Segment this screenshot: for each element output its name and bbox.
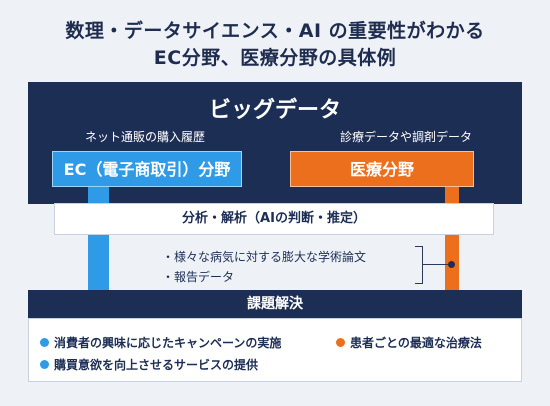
blue-bullet-icon	[40, 338, 49, 347]
medical-field-box: 医療分野	[290, 151, 474, 187]
results-panel	[28, 318, 522, 382]
ec-result-campaign: 消費者の興味に応じたキャンペーンの実施	[54, 336, 282, 350]
orange-bullet-icon	[336, 338, 345, 347]
diagram-title-line1: 数理・データサイエンス・AI の重要性がわかる	[65, 20, 485, 42]
ec-data-source: ネット通販の購入履歴	[84, 130, 205, 144]
big-data-label: ビッグデータ	[208, 98, 341, 123]
ec-result-item: 消費者の興味に応じたキャンペーンの実施	[40, 334, 281, 351]
ec-result-service: 購買意欲を向上させるサービスの提供	[54, 358, 259, 372]
medical-data-source: 診療データや調剤データ	[339, 130, 472, 144]
blue-bullet-icon	[40, 360, 49, 369]
materials-bracket	[415, 246, 423, 284]
medical-result-item: 患者ごとの最適な治療法	[336, 334, 482, 351]
materials-connector-dot	[448, 261, 455, 268]
ec-field-box: EC（電子商取引）分野	[52, 151, 242, 187]
medical-result-treatment: 患者ごとの最適な治療法	[350, 336, 482, 350]
issue-resolution-label: 課題解決	[247, 296, 303, 312]
ec-result-item: 購買意欲を向上させるサービスの提供	[40, 356, 258, 373]
material-item-papers: ・様々な病気に対する膨大な学術論文	[162, 250, 367, 264]
issue-resolution-bar	[28, 290, 522, 318]
analysis-box: 分析・解析（AIの判断・推定）	[54, 203, 494, 235]
diagram-title-line2: EC分野、医療分野の具体例	[153, 47, 397, 69]
materials-connector-line	[423, 264, 452, 265]
material-item-reports: ・報告データ	[162, 270, 235, 284]
